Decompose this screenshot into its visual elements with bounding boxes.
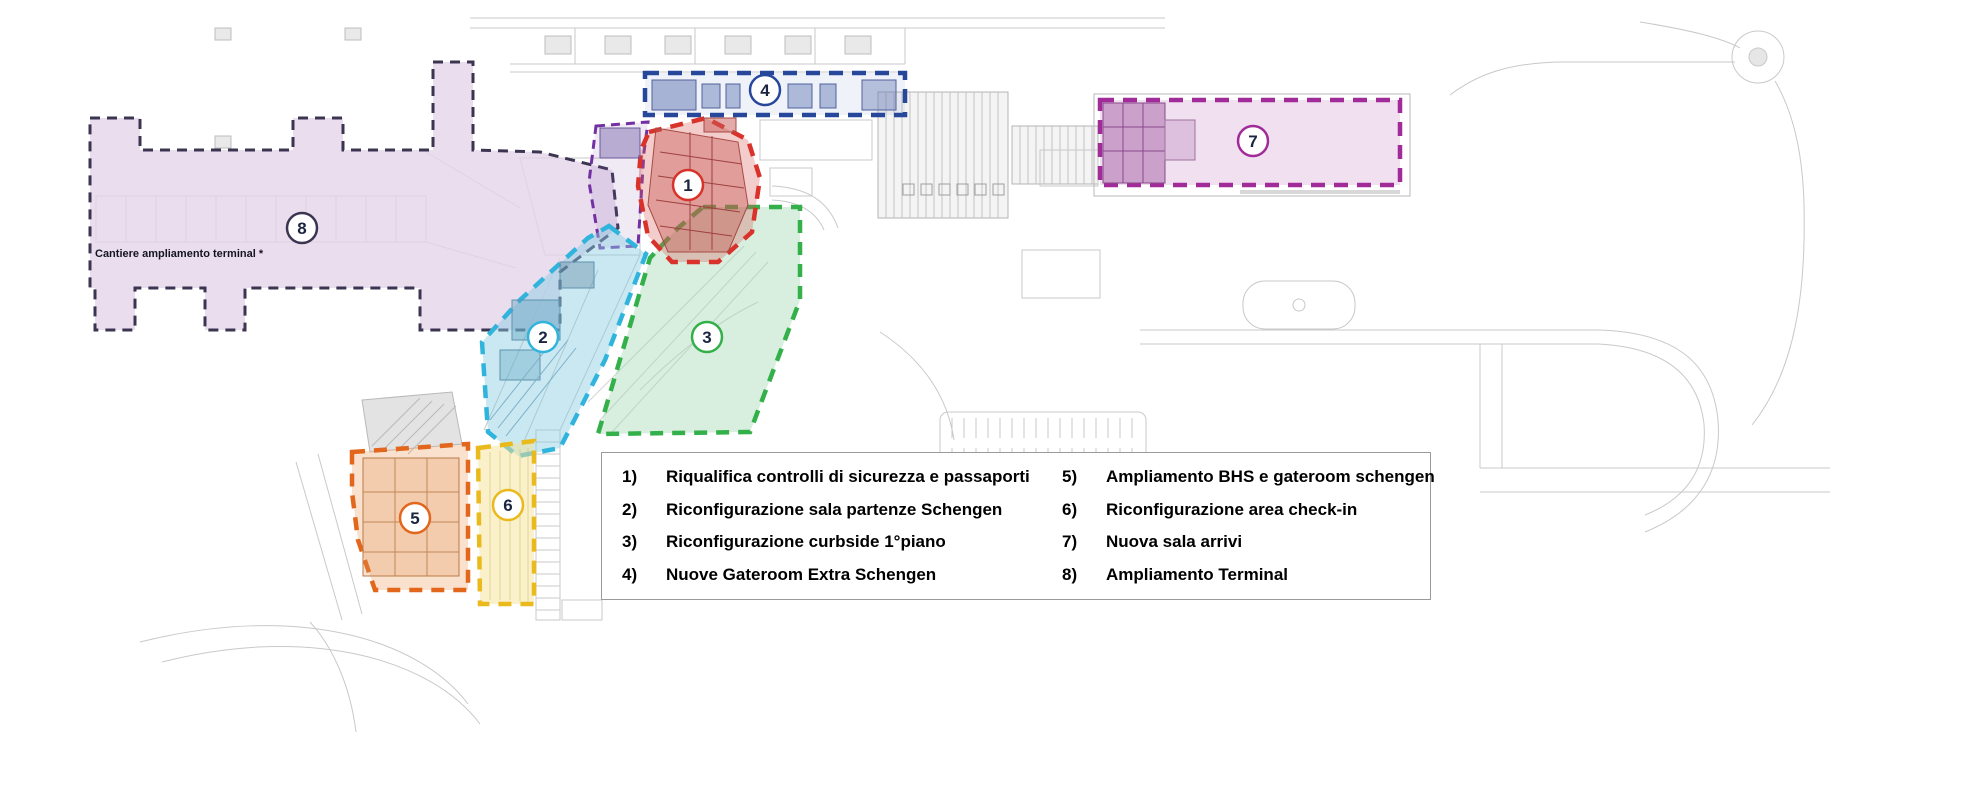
zone-1-badge: 1 (671, 168, 705, 202)
zone-8-number: 8 (297, 219, 306, 238)
legend-item-2: 2) Riconfigurazione sala partenze Scheng… (622, 494, 1062, 527)
zone-3-outline (594, 204, 803, 437)
legend-item-3: 3) Riconfigurazione curbside 1°piano (622, 526, 1062, 559)
legend-item-6: 6) Riconfigurazione area check-in (1062, 494, 1435, 527)
fine-print-placeholder (1240, 190, 1400, 194)
legend-item-8: 8) Ampliamento Terminal (1062, 559, 1435, 592)
legend-item-number: 2) (622, 499, 638, 519)
legend-item-label: Riqualifica controlli di sicurezza e pas… (666, 467, 1030, 487)
legend-item-number: 5) (1062, 467, 1078, 487)
legend-item-label: Riconfigurazione curbside 1°piano (666, 532, 946, 552)
legend-item-number: 1) (622, 467, 638, 487)
zone-5-number: 5 (410, 509, 419, 528)
legend-item-label: Nuove Gateroom Extra Schengen (666, 564, 937, 584)
legend-item-label: Riconfigurazione sala partenze Schengen (666, 499, 1003, 519)
zone-4-number: 4 (760, 81, 770, 100)
zone-6-badge: 6 (491, 488, 525, 522)
legend-item-number: 8) (1062, 564, 1078, 584)
legend-item-label: Ampliamento Terminal (1106, 564, 1288, 584)
zone-7-number: 7 (1248, 132, 1257, 151)
zone-6-outline (475, 438, 537, 607)
legend-item-label: Ampliamento BHS e gateroom schengen (1106, 467, 1435, 487)
legend-item-1: 1) Riqualifica controlli di sicurezza e … (622, 461, 1062, 494)
zone-2-outline (479, 223, 649, 459)
legend-item-number: 4) (622, 564, 638, 584)
zone-2-number: 2 (538, 328, 547, 347)
zone-3-badge: 3 (690, 320, 724, 354)
legend-item-number: 3) (622, 532, 638, 552)
zone-3-number: 3 (702, 328, 711, 347)
legend: 1) Riqualifica controlli di sicurezza e … (601, 452, 1435, 600)
legend-item-number: 7) (1062, 532, 1078, 552)
zone-6-number: 6 (503, 496, 512, 515)
legend-item-5: 5) Ampliamento BHS e gateroom schengen (1062, 461, 1435, 494)
zone-1-number: 1 (683, 176, 692, 195)
legend-item-7: 7) Nuova sala arrivi (1062, 526, 1435, 559)
cantiere-annotation: Cantiere ampliamento terminal * (95, 248, 264, 260)
background-drawing (95, 17, 1830, 733)
zone-7-badge: 7 (1236, 124, 1270, 158)
legend-item-4: 4) Nuove Gateroom Extra Schengen (622, 559, 1062, 592)
zone-4-badge: 4 (748, 73, 782, 107)
legend-item-label: Riconfigurazione area check-in (1106, 499, 1358, 519)
legend-item-label: Nuova sala arrivi (1106, 532, 1243, 552)
zone-8-badge: 8 (285, 211, 319, 245)
zone-8-outline (88, 60, 620, 332)
zone-5-badge: 5 (398, 501, 432, 535)
legend-item-number: 6) (1062, 499, 1078, 519)
zone-2-badge: 2 (526, 320, 560, 354)
